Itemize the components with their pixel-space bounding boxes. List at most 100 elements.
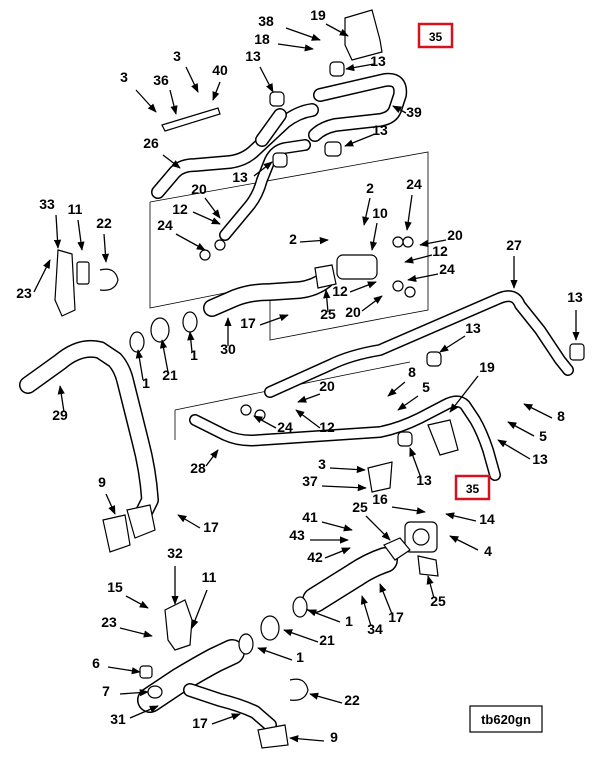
part-callout-l13d: 13 (232, 169, 248, 185)
part-callout-l8b: 8 (557, 408, 565, 424)
figure-code-box: tb620gn (469, 705, 543, 733)
part-callout-l42: 42 (307, 549, 323, 565)
part-callout-l5a: 5 (422, 379, 430, 395)
callout-35-upper: 35 (429, 30, 443, 44)
part-callout-l7: 7 (102, 683, 110, 699)
leader-line-l6 (107, 666, 141, 675)
part-callout-l29: 29 (52, 407, 68, 423)
part-callout-l32: 32 (167, 545, 183, 561)
leader-line-l20d (297, 393, 321, 403)
part-callout-l8a: 8 (408, 364, 416, 380)
leader-line-l24d (253, 415, 277, 429)
leader-line-l24c (407, 273, 439, 282)
leader-line-l34 (360, 595, 372, 627)
part-callout-l17c: 17 (388, 609, 404, 625)
callout-35-lower: 35 (466, 482, 480, 496)
part-callout-l21b: 21 (319, 632, 335, 648)
part-callout-l1c: 1 (345, 613, 353, 629)
part-callout-l13b: 13 (370, 53, 386, 69)
part-callout-l3c: 3 (318, 456, 326, 472)
leader-line-l24b (175, 233, 206, 251)
leader-line-l8a (387, 381, 406, 397)
leader-line-l1d (257, 647, 293, 661)
leader-line-l31 (129, 705, 159, 719)
leader-line-l25c (426, 575, 435, 599)
part-callout-l17b: 17 (203, 519, 219, 535)
part-callout-l12d: 12 (319, 419, 335, 435)
part-callout-l14: 14 (479, 511, 495, 527)
leader-line-l33 (53, 214, 62, 249)
leader-line-l22b (309, 692, 343, 704)
leader-line-l15 (125, 595, 149, 609)
part-callout-l19a: 19 (310, 7, 326, 23)
hardware-parts (54, 9, 585, 749)
part-callout-l1d: 1 (296, 649, 304, 665)
part-callout-l24c: 24 (439, 261, 455, 277)
part-callout-l13g: 13 (532, 451, 548, 467)
part-callout-l37: 37 (302, 473, 318, 489)
part-callout-l12c: 12 (332, 283, 348, 299)
leader-line-l8b (523, 403, 553, 419)
leader-line-l20b (419, 239, 447, 248)
part-callout-l2a: 2 (366, 180, 374, 196)
part-callout-l27: 27 (506, 237, 522, 253)
leader-line-l1b (187, 331, 195, 353)
leader-line-l21a (159, 339, 169, 373)
part-callout-l2b: 2 (289, 231, 297, 247)
leader-line-l12a (192, 211, 221, 225)
part-callout-l12b: 12 (432, 243, 448, 259)
part-callout-l22a: 22 (96, 215, 112, 231)
leader-line-l20a (204, 197, 221, 219)
part-callout-l12a: 12 (172, 201, 188, 217)
leader-line-l41 (321, 521, 353, 532)
part-callout-l9a: 9 (98, 474, 106, 490)
part-callout-l13e: 13 (567, 289, 583, 305)
leader-line-l39 (392, 105, 407, 114)
leader-line-l23b (119, 627, 153, 638)
part-callout-l9b: 9 (330, 729, 338, 745)
part-callout-l24d: 24 (277, 419, 293, 435)
part-callout-l11b: 11 (202, 569, 217, 585)
leader-line-l19b (449, 375, 479, 413)
leader-line-l28 (205, 449, 219, 467)
part-callout-l13c: 13 (372, 122, 388, 138)
leader-line-l26 (162, 154, 181, 169)
part-callout-l10: 10 (372, 205, 388, 221)
leader-line-l17a (259, 314, 289, 326)
leader-line-l13a (259, 66, 274, 93)
part-callout-l19b: 19 (479, 359, 495, 375)
leader-line-l5b (507, 421, 535, 437)
part-callout-l20b: 20 (447, 227, 463, 243)
leader-line-l3a (185, 66, 199, 93)
part-callout-l23b: 23 (101, 614, 117, 630)
leader-line-l3c (329, 465, 366, 474)
pipe-runs (19, 72, 574, 732)
leader-line-l21b (283, 629, 319, 643)
leader-line-l17c (379, 583, 393, 615)
part-callout-l33: 33 (39, 196, 55, 212)
part-callout-l26: 26 (143, 135, 159, 151)
leader-line-l38 (285, 27, 321, 41)
part-callout-l17d: 17 (192, 715, 208, 731)
leader-line-l2b (299, 236, 329, 245)
part-callout-l21a: 21 (162, 367, 178, 383)
leader-line-l2a (362, 197, 371, 226)
leader-line-l7 (119, 688, 149, 697)
leader-line-l3b (135, 89, 157, 113)
part-callout-l36: 36 (153, 72, 169, 88)
leader-line-l40 (212, 81, 221, 101)
part-callout-l4: 4 (484, 543, 492, 559)
part-callout-l3b: 3 (120, 69, 128, 85)
highlight-box-upper: 35 (417, 22, 454, 49)
part-callout-l13a: 13 (245, 48, 261, 64)
part-callout-l3a: 3 (173, 48, 181, 64)
part-callout-l38: 38 (258, 13, 274, 29)
leader-line-l17d (211, 713, 241, 725)
assembly-group-outlines (149, 151, 429, 440)
part-callout-l43: 43 (289, 527, 305, 543)
leader-line-l12b (404, 254, 433, 264)
part-callout-l23a: 23 (16, 285, 32, 301)
part-callout-l13f: 13 (465, 320, 481, 336)
